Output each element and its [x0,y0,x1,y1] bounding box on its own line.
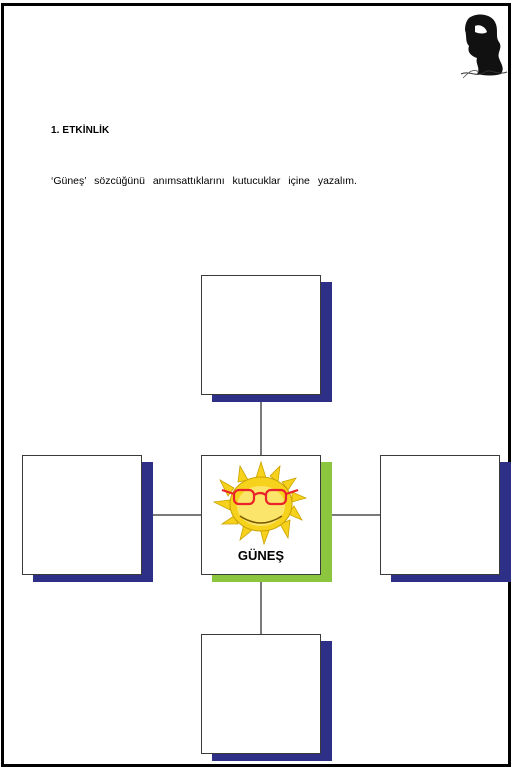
box-face[interactable] [201,275,321,395]
activity-title: 1. ETKİNLİK [51,125,109,136]
center-label: GÜNEŞ [202,548,320,563]
answer-box-top[interactable] [201,275,319,393]
sun-with-sunglasses-icon [210,460,312,546]
box-face: GÜNEŞ [201,455,321,575]
connector-vertical-bottom [260,574,262,634]
box-face[interactable] [22,455,142,575]
connector-vertical-top [260,394,262,456]
answer-box-right[interactable] [380,455,498,573]
box-face[interactable] [201,634,321,754]
box-face[interactable] [380,455,500,575]
answer-box-left[interactable] [22,455,140,573]
center-box: GÜNEŞ [201,455,319,573]
ataturk-portrait-icon [455,12,511,80]
activity-instruction: ‘Güneş’ sözcüğünü anımsattıklarını kutuc… [51,175,357,187]
answer-box-bottom[interactable] [201,634,319,752]
